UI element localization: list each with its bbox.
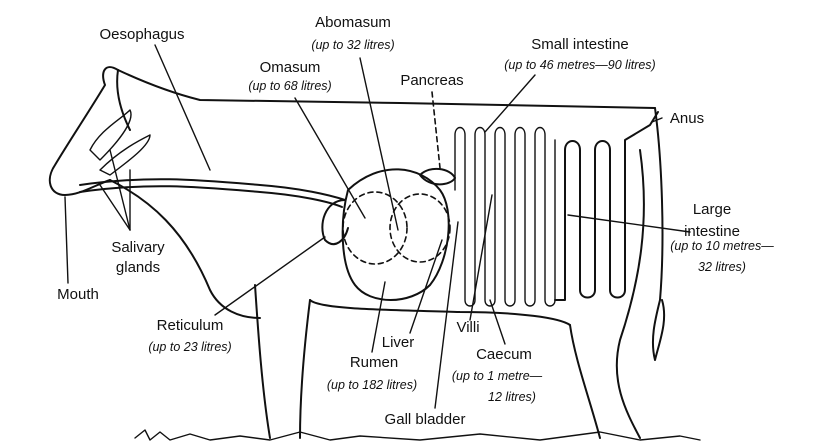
label-omasum: Omasum	[259, 59, 321, 76]
cow-tail	[651, 107, 666, 361]
label-oesophagus: Oesophagus	[99, 26, 185, 43]
label-mouth: Mouth	[57, 286, 99, 303]
cow-back-outline	[117, 69, 656, 109]
abomasum-dashed-outline	[389, 193, 451, 263]
label-reticulum: Reticulum	[156, 317, 224, 334]
cow-belly	[309, 299, 571, 326]
label-rumen: Rumen	[349, 354, 399, 371]
rumen-shape	[341, 168, 450, 301]
leader-salivary-1	[109, 149, 131, 231]
label-large-intestine-1: Large	[692, 201, 732, 218]
leader-reticulum	[214, 236, 326, 316]
small-intestine-coils	[454, 126, 556, 307]
label-salivary-1: Salivary	[111, 239, 165, 256]
label-anus: Anus	[669, 110, 705, 127]
large-intestine-capacity-2: 32 litres)	[698, 260, 746, 274]
leader-small-intestine	[484, 74, 536, 133]
cow-ear	[116, 69, 131, 131]
label-gall-bladder: Gall bladder	[384, 411, 466, 428]
leader-pancreas	[431, 91, 441, 169]
label-liver: Liver	[381, 334, 415, 351]
label-small-intestine: Small intestine	[531, 36, 629, 53]
cow-head-outline	[48, 66, 119, 196]
leader-villi	[469, 194, 493, 321]
leader-anus	[651, 117, 663, 123]
leader-omasum	[294, 97, 366, 219]
caecum-capacity-2: 12 litres)	[488, 390, 536, 404]
omasum-dashed-outline	[342, 191, 408, 265]
leader-caecum	[489, 299, 506, 345]
salivary-glands-shape	[89, 109, 151, 176]
label-pancreas: Pancreas	[400, 72, 464, 89]
leader-salivary-3	[99, 184, 131, 231]
leader-abomasum	[359, 57, 399, 231]
caecum-capacity-1: (up to 1 metre—	[451, 369, 543, 383]
label-abomasum: Abomasum	[315, 14, 391, 31]
leader-oesophagus	[154, 44, 211, 171]
large-intestine-capacity-1: (up to 10 metres—	[670, 239, 774, 253]
cow-hind-leg	[569, 149, 645, 439]
label-large-intestine-2: intestine	[684, 223, 740, 240]
ground-grass	[134, 429, 701, 441]
abomasum-capacity: (up to 32 litres)	[311, 38, 395, 52]
leader-mouth	[64, 196, 69, 284]
label-salivary-2: glands	[115, 259, 161, 276]
leader-liver	[409, 239, 443, 334]
small-intestine-capacity: (up to 46 metres—90 litres)	[504, 58, 656, 72]
oesophagus-tube	[79, 178, 346, 208]
omasum-capacity: (up to 68 litres)	[248, 79, 332, 93]
label-villi: Villi	[456, 319, 480, 336]
leader-large-intestine	[567, 214, 691, 233]
rumen-capacity: (up to 182 litres)	[326, 378, 418, 392]
large-intestine-tube	[554, 111, 659, 301]
leader-gall-bladder	[434, 221, 459, 409]
cow-neck-underside	[109, 179, 261, 319]
cow-front-leg	[254, 284, 311, 439]
reticulum-capacity: (up to 23 litres)	[148, 340, 232, 354]
leader-rumen	[371, 281, 386, 353]
label-caecum: Caecum	[476, 346, 532, 363]
